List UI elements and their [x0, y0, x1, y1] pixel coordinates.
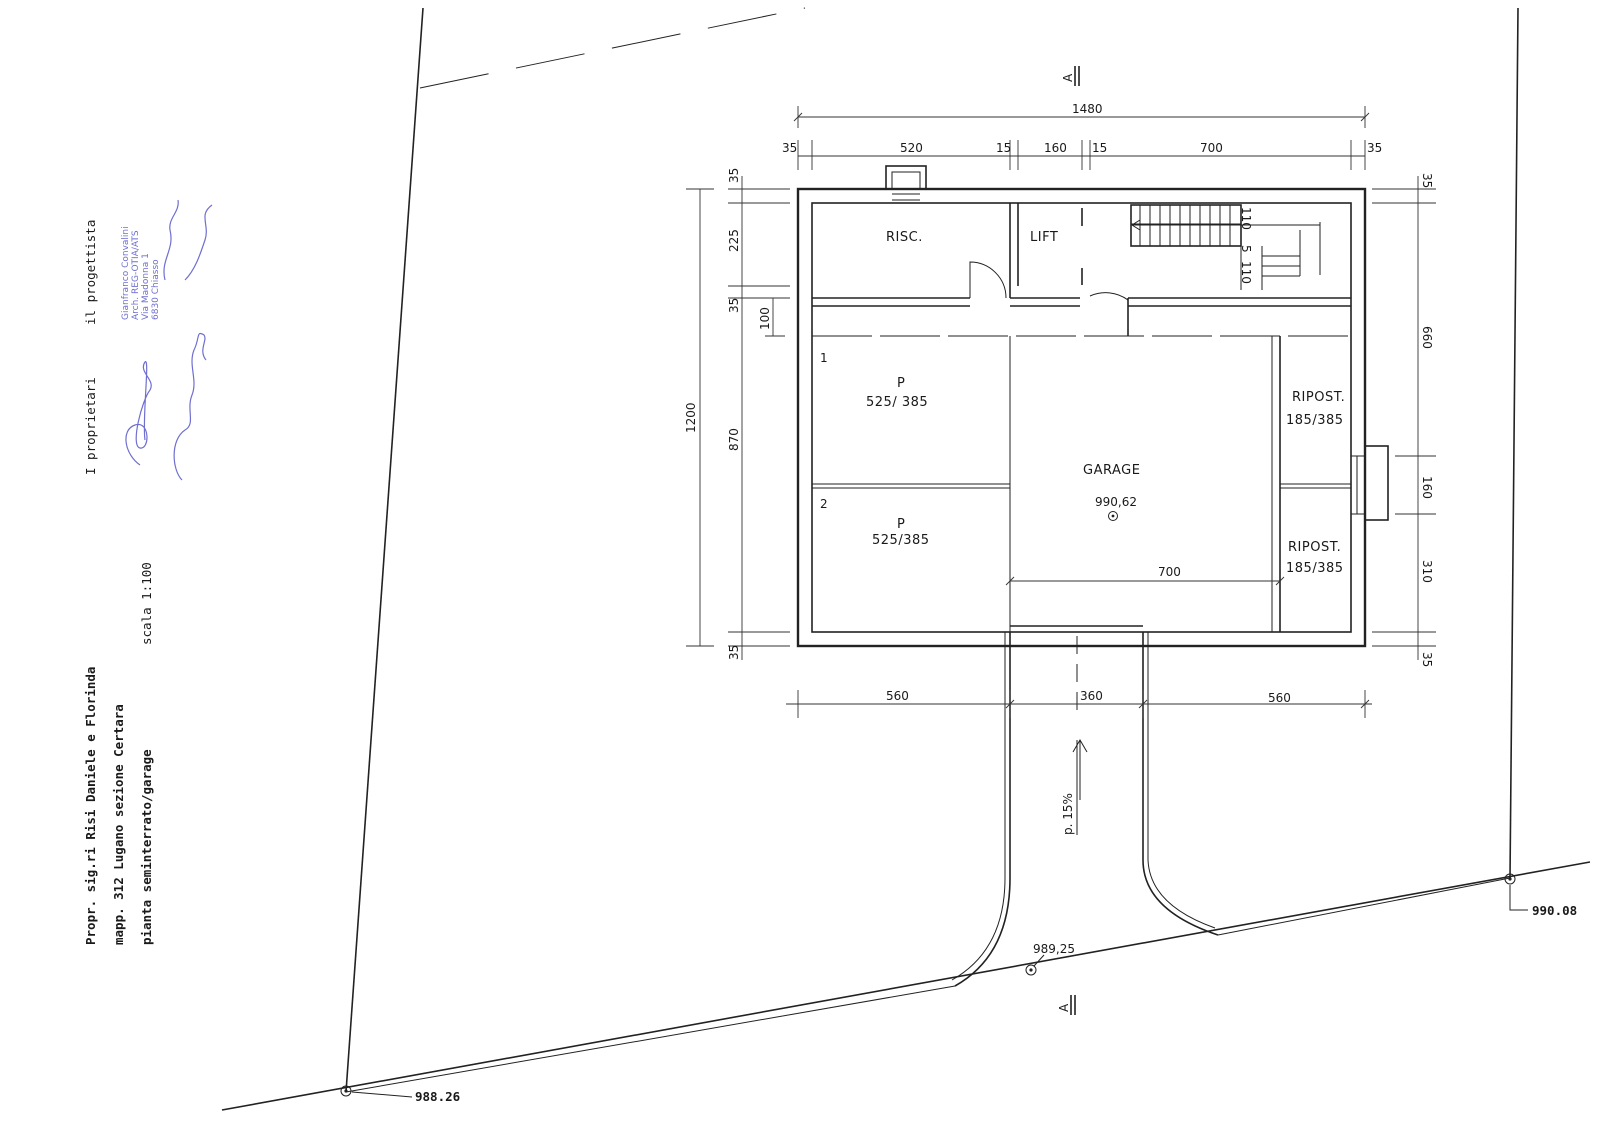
- room-lift: LIFT: [1030, 230, 1058, 245]
- section-label-top: A: [1061, 73, 1075, 82]
- level-label-left: 988.26: [415, 1089, 460, 1104]
- level-point-ramp: 989,25: [1025, 942, 1075, 976]
- garage-inner-dim: 700: [1158, 565, 1181, 579]
- dim-bottom-1: 560: [886, 689, 909, 703]
- scale-label: scala 1:100: [139, 562, 154, 645]
- dim-top-7: 35: [1367, 141, 1382, 155]
- stamp-line-4: 6830 Chiasso: [151, 259, 161, 320]
- parking-1-size: 525/ 385: [866, 395, 928, 410]
- dim-left-2: 225: [727, 229, 741, 252]
- level-point-right: 990.08: [1504, 873, 1577, 918]
- title-block: Propr. sig.ri Risi Daniele e Florinda ma…: [83, 562, 154, 945]
- dimension-right-chain: 35 660 160 310 35: [1372, 173, 1436, 667]
- stair-dim-3: 110: [1239, 261, 1253, 284]
- dim-top-5: 15: [1092, 141, 1107, 155]
- section-label-bottom: A: [1057, 1003, 1071, 1012]
- dimension-top-total: 1480: [793, 102, 1370, 128]
- ramp: p. 15%: [951, 632, 1219, 987]
- site-boundary: [221, 7, 1591, 1111]
- building: [796, 165, 1389, 648]
- room-risc: RISC.: [886, 230, 923, 245]
- dim-right-5: 35: [1420, 652, 1434, 667]
- dim-bottom-2: 360: [1080, 689, 1103, 703]
- signature-block: I proprietari il progettista: [83, 220, 98, 475]
- garage-level-marker: [1108, 511, 1118, 521]
- level-label-ramp: 989,25: [1033, 942, 1075, 956]
- dim-left-total: 1200: [684, 402, 698, 433]
- dim-bottom-3: 560: [1268, 691, 1291, 705]
- garage-inner-dimension: 700: [1005, 565, 1285, 586]
- ripost-1-size: 185/385: [1286, 413, 1344, 428]
- owners-label: I proprietari: [83, 377, 98, 475]
- dim-top-1: 35: [782, 141, 797, 155]
- parking-2-number: 2: [820, 497, 828, 511]
- parking-2-size: 525/385: [872, 533, 930, 548]
- stamp-line-3: Via Madonna 1: [141, 253, 151, 320]
- dim-right-1: 35: [1420, 173, 1434, 188]
- stamp-line-2: Arch. REG-OTIA/ATS: [131, 230, 141, 320]
- dim-right-2: 660: [1420, 326, 1434, 349]
- dim-left-6: 35: [727, 645, 741, 660]
- dim-right-4: 310: [1420, 560, 1434, 583]
- dim-top-4: 160: [1044, 141, 1067, 155]
- stair-dim-1: 110: [1239, 207, 1253, 230]
- designer-stamp: Gianfranco Convalini Arch. REG-OTIA/ATS …: [121, 226, 161, 320]
- dim-left-1: 35: [727, 168, 741, 183]
- dimension-top-chain: 35 520 15 160 15 700 35: [782, 140, 1382, 170]
- level-label-right: 990.08: [1532, 903, 1577, 918]
- dim-top-2: 520: [900, 141, 923, 155]
- owners-line: Propr. sig.ri Risi Daniele e Florinda: [83, 667, 98, 945]
- parking-1-number: 1: [820, 351, 828, 365]
- stair-dim-2: 5: [1239, 245, 1253, 253]
- room-garage: GARAGE: [1083, 463, 1140, 478]
- dim-top-3: 15: [996, 141, 1011, 155]
- level-point-left: 988.26: [340, 1085, 460, 1104]
- handwritten-signatures: [125, 199, 213, 481]
- dim-total-width: 1480: [1072, 102, 1103, 116]
- staircase: 110 5 110: [1130, 204, 1321, 290]
- dim-top-6: 700: [1200, 141, 1223, 155]
- ripost-1-name: RIPOST.: [1292, 390, 1345, 405]
- stamp-line-1: Gianfranco Convalini: [121, 226, 131, 320]
- section-mark-top: A: [1061, 66, 1080, 86]
- garage-level: 990,62: [1095, 495, 1137, 509]
- dimension-left-total: 1200: [684, 188, 714, 647]
- parking-1-name: P: [897, 376, 905, 391]
- dim-left-4: 100: [758, 307, 772, 330]
- dimension-bottom-chain: 560 360 560: [786, 689, 1372, 718]
- dim-left-3: 35: [727, 298, 741, 313]
- dim-left-5: 870: [727, 428, 741, 451]
- section-mark-bottom: A: [1057, 995, 1076, 1015]
- dimension-left-chain: 35 225 35 100 870 35: [727, 168, 790, 660]
- ramp-slope: p. 15%: [1061, 793, 1075, 835]
- ripost-2-name: RIPOST.: [1288, 540, 1341, 555]
- parcel-line: mapp. 312 Lugano sezione Certara: [111, 704, 126, 945]
- dim-right-3: 160: [1420, 476, 1434, 499]
- ripost-2-size: 185/385: [1286, 561, 1344, 576]
- designer-label: il progettista: [83, 220, 98, 325]
- parking-2-name: P: [897, 517, 905, 532]
- plan-line: pianta seminterrato/garage: [139, 749, 154, 945]
- room-labels: RISC. LIFT 1 P 525/ 385 2 P 525/385 GARA…: [820, 230, 1345, 576]
